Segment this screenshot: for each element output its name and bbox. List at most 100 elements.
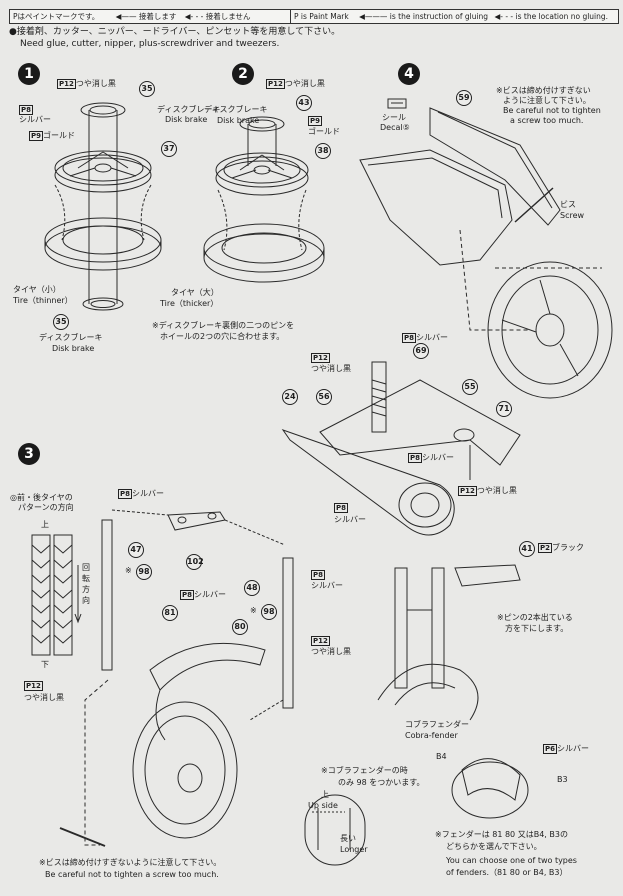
part-59: 59 <box>456 90 472 106</box>
step2-p12-label: つや消し黒 <box>284 79 325 88</box>
cobra-note-1: ※コブラフェンダーの時 <box>321 766 408 775</box>
step4-p12b-label: つや消し黒 <box>476 486 517 495</box>
step3-right-drawing <box>304 564 529 866</box>
step3-front-drawing <box>59 509 294 847</box>
fender-note-4: of fenders.（81 80 or B4, B3） <box>446 868 568 877</box>
step4-paint-8-low: P8 <box>334 503 349 513</box>
part-80: 80 <box>232 619 248 635</box>
step4-p8-label: シルバー <box>416 333 449 342</box>
step1-p9-label: ゴールド <box>43 131 76 140</box>
part-98a-mark: ※ <box>125 566 132 575</box>
step1-disk-en: Disk brake <box>165 115 208 124</box>
step4-p12-label: つや消し黒 <box>311 364 351 373</box>
step1-paint-8: P8 <box>19 105 34 115</box>
step1-p8-label: シルバー <box>19 115 51 124</box>
step3-p8c-label: シルバー <box>311 581 343 590</box>
part-38: 38 <box>315 143 331 159</box>
fender-b3: B3 <box>557 775 568 784</box>
fender-note-1: ※フェンダーは 81 80 又はB4, B3の <box>435 830 568 839</box>
step3-paint-12-right: P12 <box>311 636 330 646</box>
step2-tire-en: Tire（thicker） <box>160 299 219 308</box>
step3-p12-label: つや消し黒 <box>24 693 64 702</box>
rotation-4: 向 <box>82 596 90 605</box>
step1-drawing <box>44 102 162 311</box>
step1-disk2-jp: ディスクブレーキ <box>39 333 103 342</box>
rotation-1: 回 <box>82 563 90 572</box>
step1-tire-en: Tire（thinner） <box>13 296 73 305</box>
step2-p9-label: ゴールド <box>308 127 340 136</box>
step3-paint-12-left: P12 <box>24 681 43 691</box>
part-102: 102 <box>186 554 204 570</box>
step3-p6-label: シルバー <box>557 744 590 753</box>
part-43: 43 <box>296 95 312 111</box>
tools-jp: ●接着剤、カッター、ニッパー、ードライバー、ピンセット等を用意して下さい。 <box>9 27 341 37</box>
step4-p8b-label: シルバー <box>422 453 455 462</box>
part-35-bottom: 35 <box>53 314 69 330</box>
part-55: 55 <box>462 379 478 395</box>
fender-note-3: You can choose one of two types <box>446 856 577 865</box>
part-48: 48 <box>244 580 260 596</box>
screw-en: Screw <box>560 211 585 220</box>
decal-jp: シール <box>382 113 406 122</box>
legend-jp-noglue: 接着しません <box>205 12 251 21</box>
pins-note-2: 方を下にします。 <box>505 624 569 633</box>
step-1-marker: 1 <box>18 63 40 85</box>
legend-en-paint: P is Paint Mark <box>294 12 349 21</box>
legend-jp-glue: 接着します <box>138 12 177 21</box>
pattern-title-1: ◎前・後タイヤの <box>10 493 73 502</box>
step2-disk-jp: ディスクブレーキ <box>204 105 268 114</box>
part-56: 56 <box>316 389 332 405</box>
step1-disk-jp: ディスクブレーキ <box>157 105 221 114</box>
part-47: 47 <box>128 542 144 558</box>
step3-p2-label: ブラック <box>552 543 585 552</box>
legend-en-noglue: is the location no gluing. <box>515 12 609 21</box>
step3-p12b-label: つや消し黒 <box>311 647 351 656</box>
fender-b4: B4 <box>436 752 447 761</box>
longer-en: Longer <box>340 845 368 854</box>
fender-note-2: どちらかを選んで下さい。 <box>446 842 542 851</box>
part-24: 24 <box>282 389 298 405</box>
decal-en: Decal⑤ <box>380 123 410 132</box>
part-81: 81 <box>162 605 178 621</box>
step4-p8c-label: シルバー <box>334 515 366 524</box>
step1-disk2-en: Disk brake <box>52 344 95 353</box>
step4-warn-4: a screw too much. <box>510 116 584 125</box>
screw-warning-en: Be careful not to tighten a screw too mu… <box>45 870 219 879</box>
pattern-title-2: パターンの方向 <box>18 503 74 512</box>
step4-warn-3: Be careful not to tighten <box>503 106 601 115</box>
step3-paint-8-right: P8 <box>311 570 326 580</box>
step3-p8b-label: シルバー <box>194 590 227 599</box>
cobra-fender-en: Cobra-fender <box>405 731 458 740</box>
legend-en: P is Paint Mark ◀——— is the instruction … <box>290 9 619 24</box>
part-35-top: 35 <box>139 81 155 97</box>
step3-p8-label: シルバー <box>132 489 165 498</box>
step2-drawing <box>203 116 325 283</box>
legend-jp-paint: Pはペイントマークです。 <box>13 12 100 21</box>
legend-en-glue: is the instruction of gluing <box>389 12 489 21</box>
rotation-3: 方 <box>82 585 90 594</box>
cobra-note-2: のみ 98 をつかいます。 <box>338 778 425 787</box>
part-98a: 98 <box>136 564 152 580</box>
part-98b: 98 <box>261 604 277 620</box>
tools-en: Need glue, cutter, nipper, plus-screwdri… <box>20 39 280 49</box>
step2-tire-jp: タイヤ（大） <box>171 288 219 297</box>
legend-jp: Pはペイントマークです。 ◀—— 接着します ◀- - - 接着しません <box>9 9 298 24</box>
screw-jp: ビス <box>560 200 576 209</box>
step2-note-1: ※ディスクブレーキ裏側の二つのピンを <box>152 321 295 330</box>
tire-pattern-drawing <box>31 534 82 656</box>
part-69: 69 <box>413 343 429 359</box>
step4-drawing <box>359 98 613 399</box>
cobra-fender-jp: コブラフェンダー <box>405 720 469 729</box>
step1-p12-label: つや消し黒 <box>75 79 116 88</box>
screw-warning-jp: ※ビスは締め付けすぎないように注意して下さい。 <box>39 858 222 867</box>
longer-jp: 長い <box>340 834 356 843</box>
